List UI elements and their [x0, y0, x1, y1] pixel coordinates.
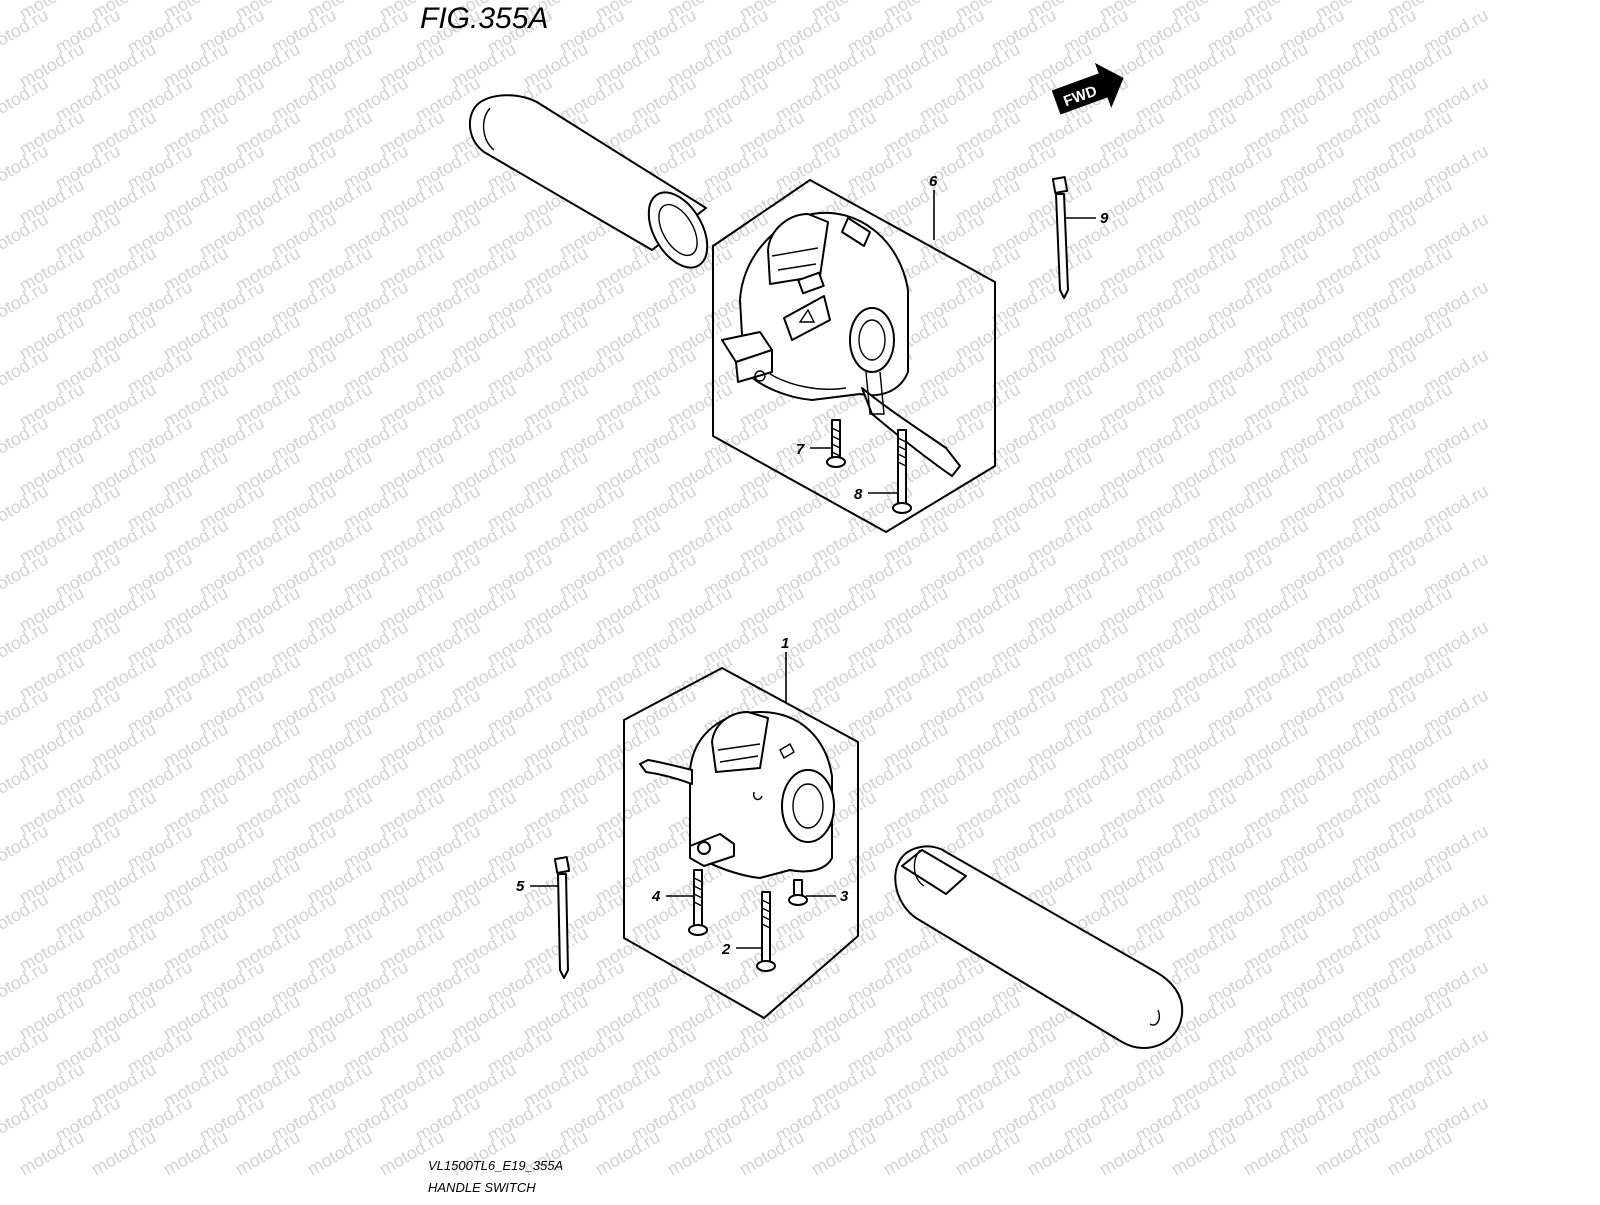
- watermark-text: motod.ru: [1240, 1127, 1312, 1180]
- screw-3: [788, 879, 808, 906]
- svg-text:5: 5: [516, 878, 525, 895]
- watermark-text: motod.ru: [736, 1127, 808, 1180]
- watermark-text: motod.ru: [1168, 1127, 1240, 1180]
- svg-text:7: 7: [796, 441, 805, 458]
- right-handle-switch: [689, 711, 835, 879]
- figure-title: FIG.355A: [420, 2, 548, 35]
- svg-text:4: 4: [651, 888, 661, 905]
- watermark-text: motod.ru: [592, 1127, 664, 1180]
- watermark-text: motod.ru: [232, 1127, 304, 1180]
- model-code: VL1500TL6_E19_355A: [428, 1158, 563, 1173]
- watermark-text: motod.ru: [1312, 1127, 1384, 1180]
- watermark-text: motod.ru: [952, 1127, 1024, 1180]
- svg-text:6: 6: [929, 173, 938, 190]
- svg-text:3: 3: [840, 888, 849, 905]
- watermark-text: motod.ru: [16, 1127, 88, 1180]
- svg-text:1: 1: [781, 635, 789, 652]
- watermark-text: motod.ru: [664, 1127, 736, 1180]
- watermark-text: motod.ru: [160, 1127, 232, 1180]
- watermark-text: motod.ru: [880, 1127, 952, 1180]
- watermark-text: motod.ru: [88, 1127, 160, 1180]
- svg-text:9: 9: [1100, 210, 1109, 227]
- watermark-text: motod.ru: [304, 1127, 376, 1180]
- callout-9: 9: [1066, 210, 1109, 227]
- figure-caption: HANDLE SWITCH: [428, 1180, 536, 1195]
- watermark-text: motod.ru: [1024, 1127, 1096, 1180]
- watermark-text: motod.ru: [1096, 1127, 1168, 1180]
- watermark-text: motod.ru: [808, 1127, 880, 1180]
- svg-text:2: 2: [721, 941, 731, 958]
- callout-6: 6: [929, 173, 938, 240]
- left-handle-switch: [721, 211, 909, 401]
- svg-text:8: 8: [854, 486, 863, 503]
- watermark-text: motod.ru: [1384, 1127, 1456, 1180]
